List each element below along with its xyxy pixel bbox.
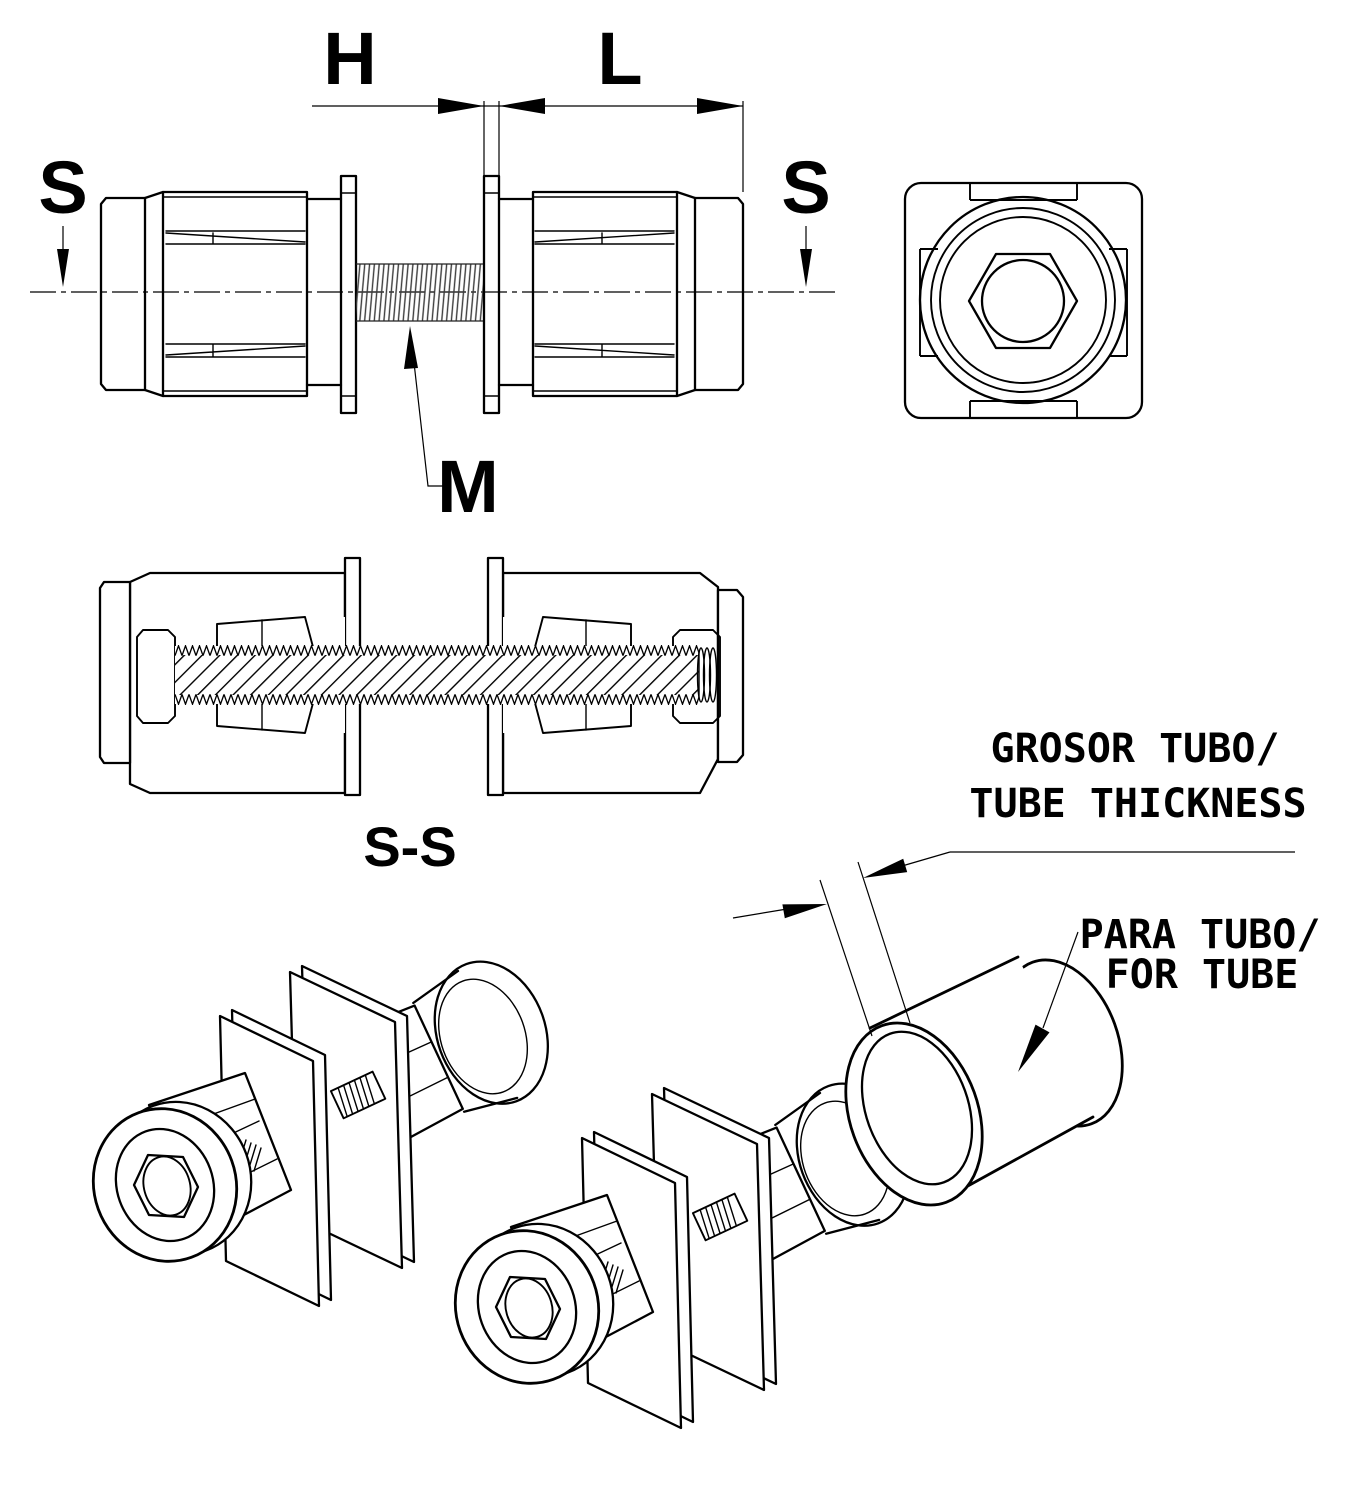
isometric-view: GROSOR TUBO/ TUBE THICKNESS PARA TUBO/ F… [70, 726, 1321, 1430]
section-left-cap [98, 580, 132, 765]
right-collet-slits-bottom [534, 343, 675, 358]
section-rod-thread-bottom [175, 694, 699, 705]
thread-label-m: M [437, 445, 499, 528]
section-stud-head [136, 629, 176, 724]
section-rod-thread-top [175, 645, 699, 656]
section-title: S-S [363, 815, 456, 878]
section-view: S-S [98, 556, 745, 878]
annotation-tube-en: FOR TUBE [1106, 952, 1299, 998]
arrowhead-s-left [57, 249, 69, 287]
section-right-cap [716, 588, 745, 764]
right-body [531, 190, 679, 398]
dim-label-l: L [597, 17, 642, 100]
end-hexagon [967, 252, 1079, 350]
left-flange [339, 174, 358, 415]
annotation-thickness-en: TUBE THICKNESS [969, 781, 1306, 827]
left-collet-slits-bottom [165, 343, 306, 358]
end-tab-bottom [969, 400, 1078, 418]
tube-leader [1018, 931, 1079, 1072]
end-bore [980, 258, 1066, 344]
arrowhead-h-left [438, 98, 484, 114]
tube [844, 955, 1124, 1207]
extension-line [819, 879, 873, 1037]
thickness-dimension [732, 851, 1295, 1037]
arrowhead-l-right [697, 98, 743, 114]
section-marker-left: S [38, 146, 87, 229]
arrowhead-thickness-right [863, 858, 908, 878]
end-circle-inner [939, 216, 1107, 384]
extension-line [857, 861, 911, 1024]
end-circle-mid [930, 207, 1116, 393]
m-leader [411, 344, 443, 487]
tube-wall-inner [860, 1030, 974, 1186]
annotation-thickness-es: GROSOR TUBO/ [991, 726, 1280, 772]
arrowhead-shared [499, 98, 545, 114]
extension-lines [483, 101, 744, 192]
arrowhead-m [404, 326, 418, 369]
thread [356, 264, 484, 321]
section-rod [175, 655, 699, 695]
arrowhead-for-tube [1018, 1024, 1050, 1072]
section-nut-thread-arcs [696, 647, 718, 703]
side-view [30, 174, 838, 415]
left-cap [99, 196, 147, 392]
end-tab-top [969, 183, 1078, 201]
dimensions: H L S S M [38, 17, 830, 528]
right-collet-slits-top [534, 230, 675, 245]
end-square-flange [903, 181, 1144, 420]
left-body [161, 190, 309, 398]
dim-label-h: H [323, 17, 376, 100]
section-marker-right: S [781, 146, 830, 229]
arrowhead-thickness-left [782, 904, 827, 919]
annotation-tube-es: PARA TUBO/ [1080, 912, 1321, 958]
right-flange [482, 174, 501, 415]
left-collet-slits-top [165, 230, 306, 245]
end-view [903, 181, 1144, 420]
right-cap [693, 196, 745, 392]
end-circle-outer [918, 195, 1128, 405]
arrowhead-s-right [800, 249, 812, 287]
